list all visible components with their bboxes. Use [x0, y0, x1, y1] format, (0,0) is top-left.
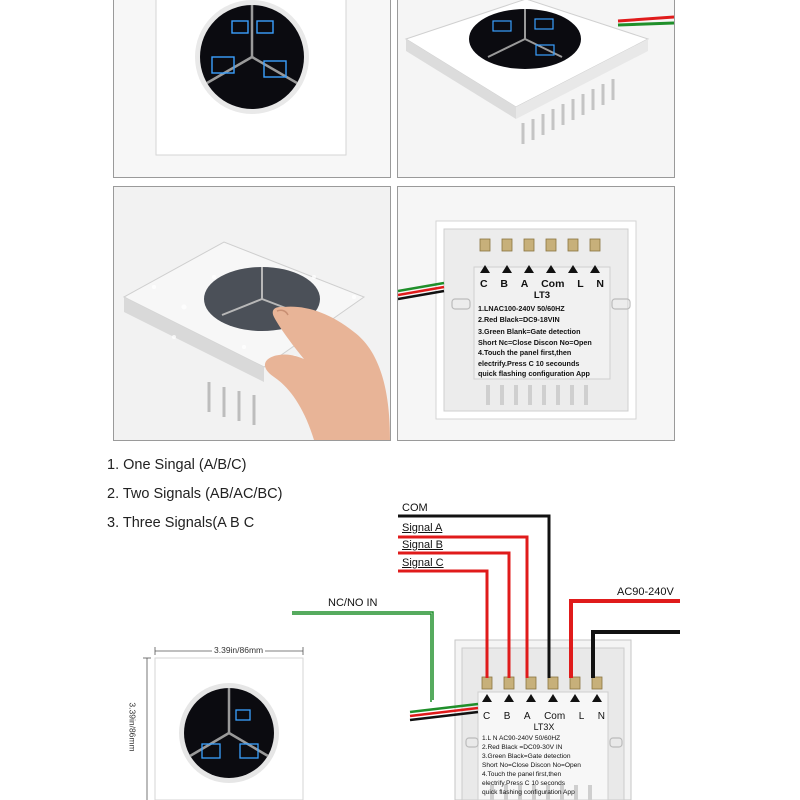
width-dimension-label: 3.39in/86mm [212, 645, 266, 655]
spec-line: 1.LNAC100-240V 50/60HZ [478, 304, 565, 313]
terminal-label: A [523, 711, 531, 722]
spec-line: electrify.Press C 10 secounds [478, 358, 580, 368]
spec-line: 4.Touch the panel first,then [482, 771, 562, 778]
spec-line: 3.Green Blank=Gate detection [478, 327, 581, 336]
feature-two-signals: 2. Two Signals (AB/AC/BC) [107, 486, 283, 502]
spec-line: 2.Red Black =DC09-30V IN [482, 744, 563, 751]
photo-front-view [113, 0, 391, 178]
photo-back-view: C B A Com L N LT3 1.LNAC100-240V 50/60HZ… [397, 186, 675, 441]
terminal-label: Com [544, 711, 566, 722]
terminal-label: N [596, 278, 604, 290]
spec-line: quick flashing configuration App [478, 369, 590, 378]
spec-line: electrify.Press C 10 seconds [482, 780, 566, 787]
feature-three-signals: 3. Three Signals(A B C [107, 515, 255, 531]
model-label: LT3X [533, 722, 555, 732]
diagram-panel-text: C B A Com L N LT3X 1.L N AC90-240V 50/60… [480, 711, 608, 797]
photo-angled-view [397, 0, 675, 178]
spec-line: 3.Green Black=Gate detection [482, 753, 571, 760]
com-label: COM [402, 502, 428, 514]
terminal-label: L [578, 711, 585, 722]
signal-b-label: Signal B [402, 539, 443, 551]
spec-line: 2.Red Black=DC9-18VIN [478, 314, 560, 324]
terminal-label: C [480, 278, 488, 290]
terminal-label: C [483, 711, 491, 722]
terminal-label: L [577, 278, 584, 290]
spec-line: 1.L N AC90-240V 50/60HZ [482, 735, 561, 742]
terminal-label: Com [541, 278, 565, 290]
spec-line: Short No=Close Discon No=Open [482, 762, 581, 769]
spec-line: quick flashing configuration App [482, 789, 575, 796]
terminal-label: B [503, 711, 511, 722]
model-label: LT3 [533, 289, 551, 301]
terminal-label: N [597, 711, 605, 722]
height-dimension-label: 3.39in/86mm [127, 700, 138, 754]
feature-one-signal: 1. One Singal (A/B/C) [107, 457, 247, 473]
nc-no-label: NC/NO IN [328, 597, 378, 609]
spec-line: Short Nc=Close Discon No=Open [478, 337, 592, 347]
signal-a-label: Signal A [402, 522, 443, 534]
terminal-label: B [500, 278, 508, 290]
ac-power-label: AC90-240V [617, 586, 674, 598]
signal-c-label: Signal C [402, 557, 444, 569]
terminal-label: A [520, 278, 529, 290]
photo-touch-waterproof [113, 186, 391, 441]
spec-line: 4.Touch the panel first,then [478, 348, 572, 357]
